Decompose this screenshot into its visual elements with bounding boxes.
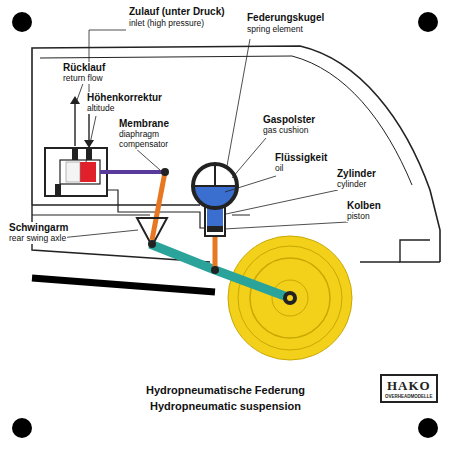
part-translation: rear swing axle xyxy=(8,234,67,244)
logo-text: HAKO xyxy=(385,378,433,394)
part-translation: spring element xyxy=(246,25,304,35)
part-translation: cylinder xyxy=(336,180,367,190)
part-translation: altitude xyxy=(86,104,115,114)
part-label: Membrane xyxy=(118,118,170,130)
part-translation: piston xyxy=(346,212,371,222)
part-label: Rücklauf xyxy=(62,62,106,74)
part-label: Zylinder xyxy=(336,168,377,180)
part-translation: oil xyxy=(274,164,285,174)
part-translation: inlet (high pressure) xyxy=(128,19,205,29)
part-label: Flüssigkeit xyxy=(274,152,328,164)
part-label: Kolben xyxy=(346,200,382,212)
part-label: Höhenkorrektur xyxy=(86,92,163,104)
diagram-caption: Hydropneumatic suspension xyxy=(150,400,301,412)
logo-subtext: OVERHEADMODELLE xyxy=(385,394,433,399)
part-translation: return flow xyxy=(62,74,104,84)
part-label: Gaspolster xyxy=(262,114,316,126)
part-label: Schwingarm xyxy=(8,222,69,234)
diagram-title: Hydropneumatische Federung xyxy=(146,384,305,396)
part-translation: diaphragm compensator xyxy=(118,130,178,150)
part-translation: gas cushion xyxy=(262,126,309,136)
logo-box: HAKOOVERHEADMODELLE xyxy=(380,374,438,403)
part-label: Zulauf (unter Druck) xyxy=(128,6,226,18)
part-label: Federungskugel xyxy=(246,12,325,24)
